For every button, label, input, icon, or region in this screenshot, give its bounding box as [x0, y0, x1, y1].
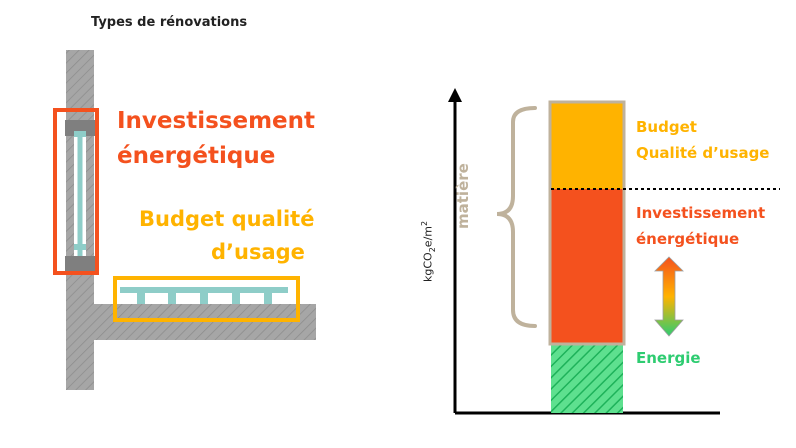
building-section — [53, 50, 316, 390]
investissement-label-left-line2: énergétique — [117, 143, 276, 169]
double-arrow-icon — [654, 256, 684, 337]
matiere-brace — [496, 106, 537, 328]
budget-legend-label-line2: Qualité d’usage — [636, 144, 770, 162]
window-sill-bottom — [65, 256, 95, 272]
window-highlight-box — [53, 108, 99, 275]
window-glass — [77, 136, 83, 256]
stacked-bar-chart — [448, 88, 780, 415]
window-sill-top — [65, 120, 95, 136]
budget-label-left: Budget qualité — [139, 207, 315, 231]
bar-segment-energie — [551, 343, 623, 413]
investissement-legend-label-line2: énergétique — [636, 230, 740, 248]
bar-segment-budget — [551, 103, 623, 189]
energie-legend-label: Energie — [636, 349, 701, 367]
bar-segment-investissement — [551, 189, 623, 343]
y-axis-arrowhead — [448, 88, 462, 102]
diagram-title: Types de rénovations — [91, 15, 248, 30]
investissement-label-left: Investissement — [117, 108, 316, 134]
investissement-legend-label: Investissement — [636, 204, 766, 222]
matiere-label: matière — [454, 163, 472, 229]
budget-label-left-line2: d’usage — [211, 240, 305, 264]
floor-highlight-box — [113, 276, 300, 322]
budget-legend-label: Budget — [636, 118, 697, 136]
raised-floor — [120, 287, 288, 304]
y-axis-label: kgCO2e/m2 — [420, 220, 437, 282]
matiere-outline — [548, 100, 626, 346]
